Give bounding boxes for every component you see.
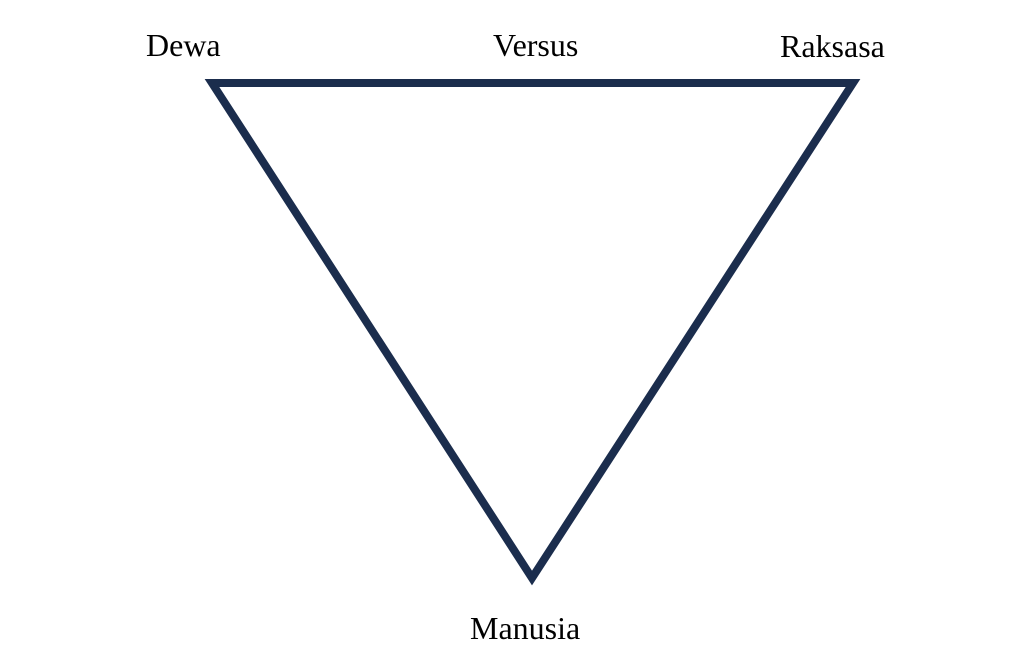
- inverted-triangle: [204, 79, 861, 586]
- label-dewa: Dewa: [146, 27, 221, 60]
- label-manusia: Manusia: [470, 610, 581, 646]
- label-versus: Versus: [493, 27, 579, 60]
- label-raksasa: Raksasa: [780, 28, 885, 64]
